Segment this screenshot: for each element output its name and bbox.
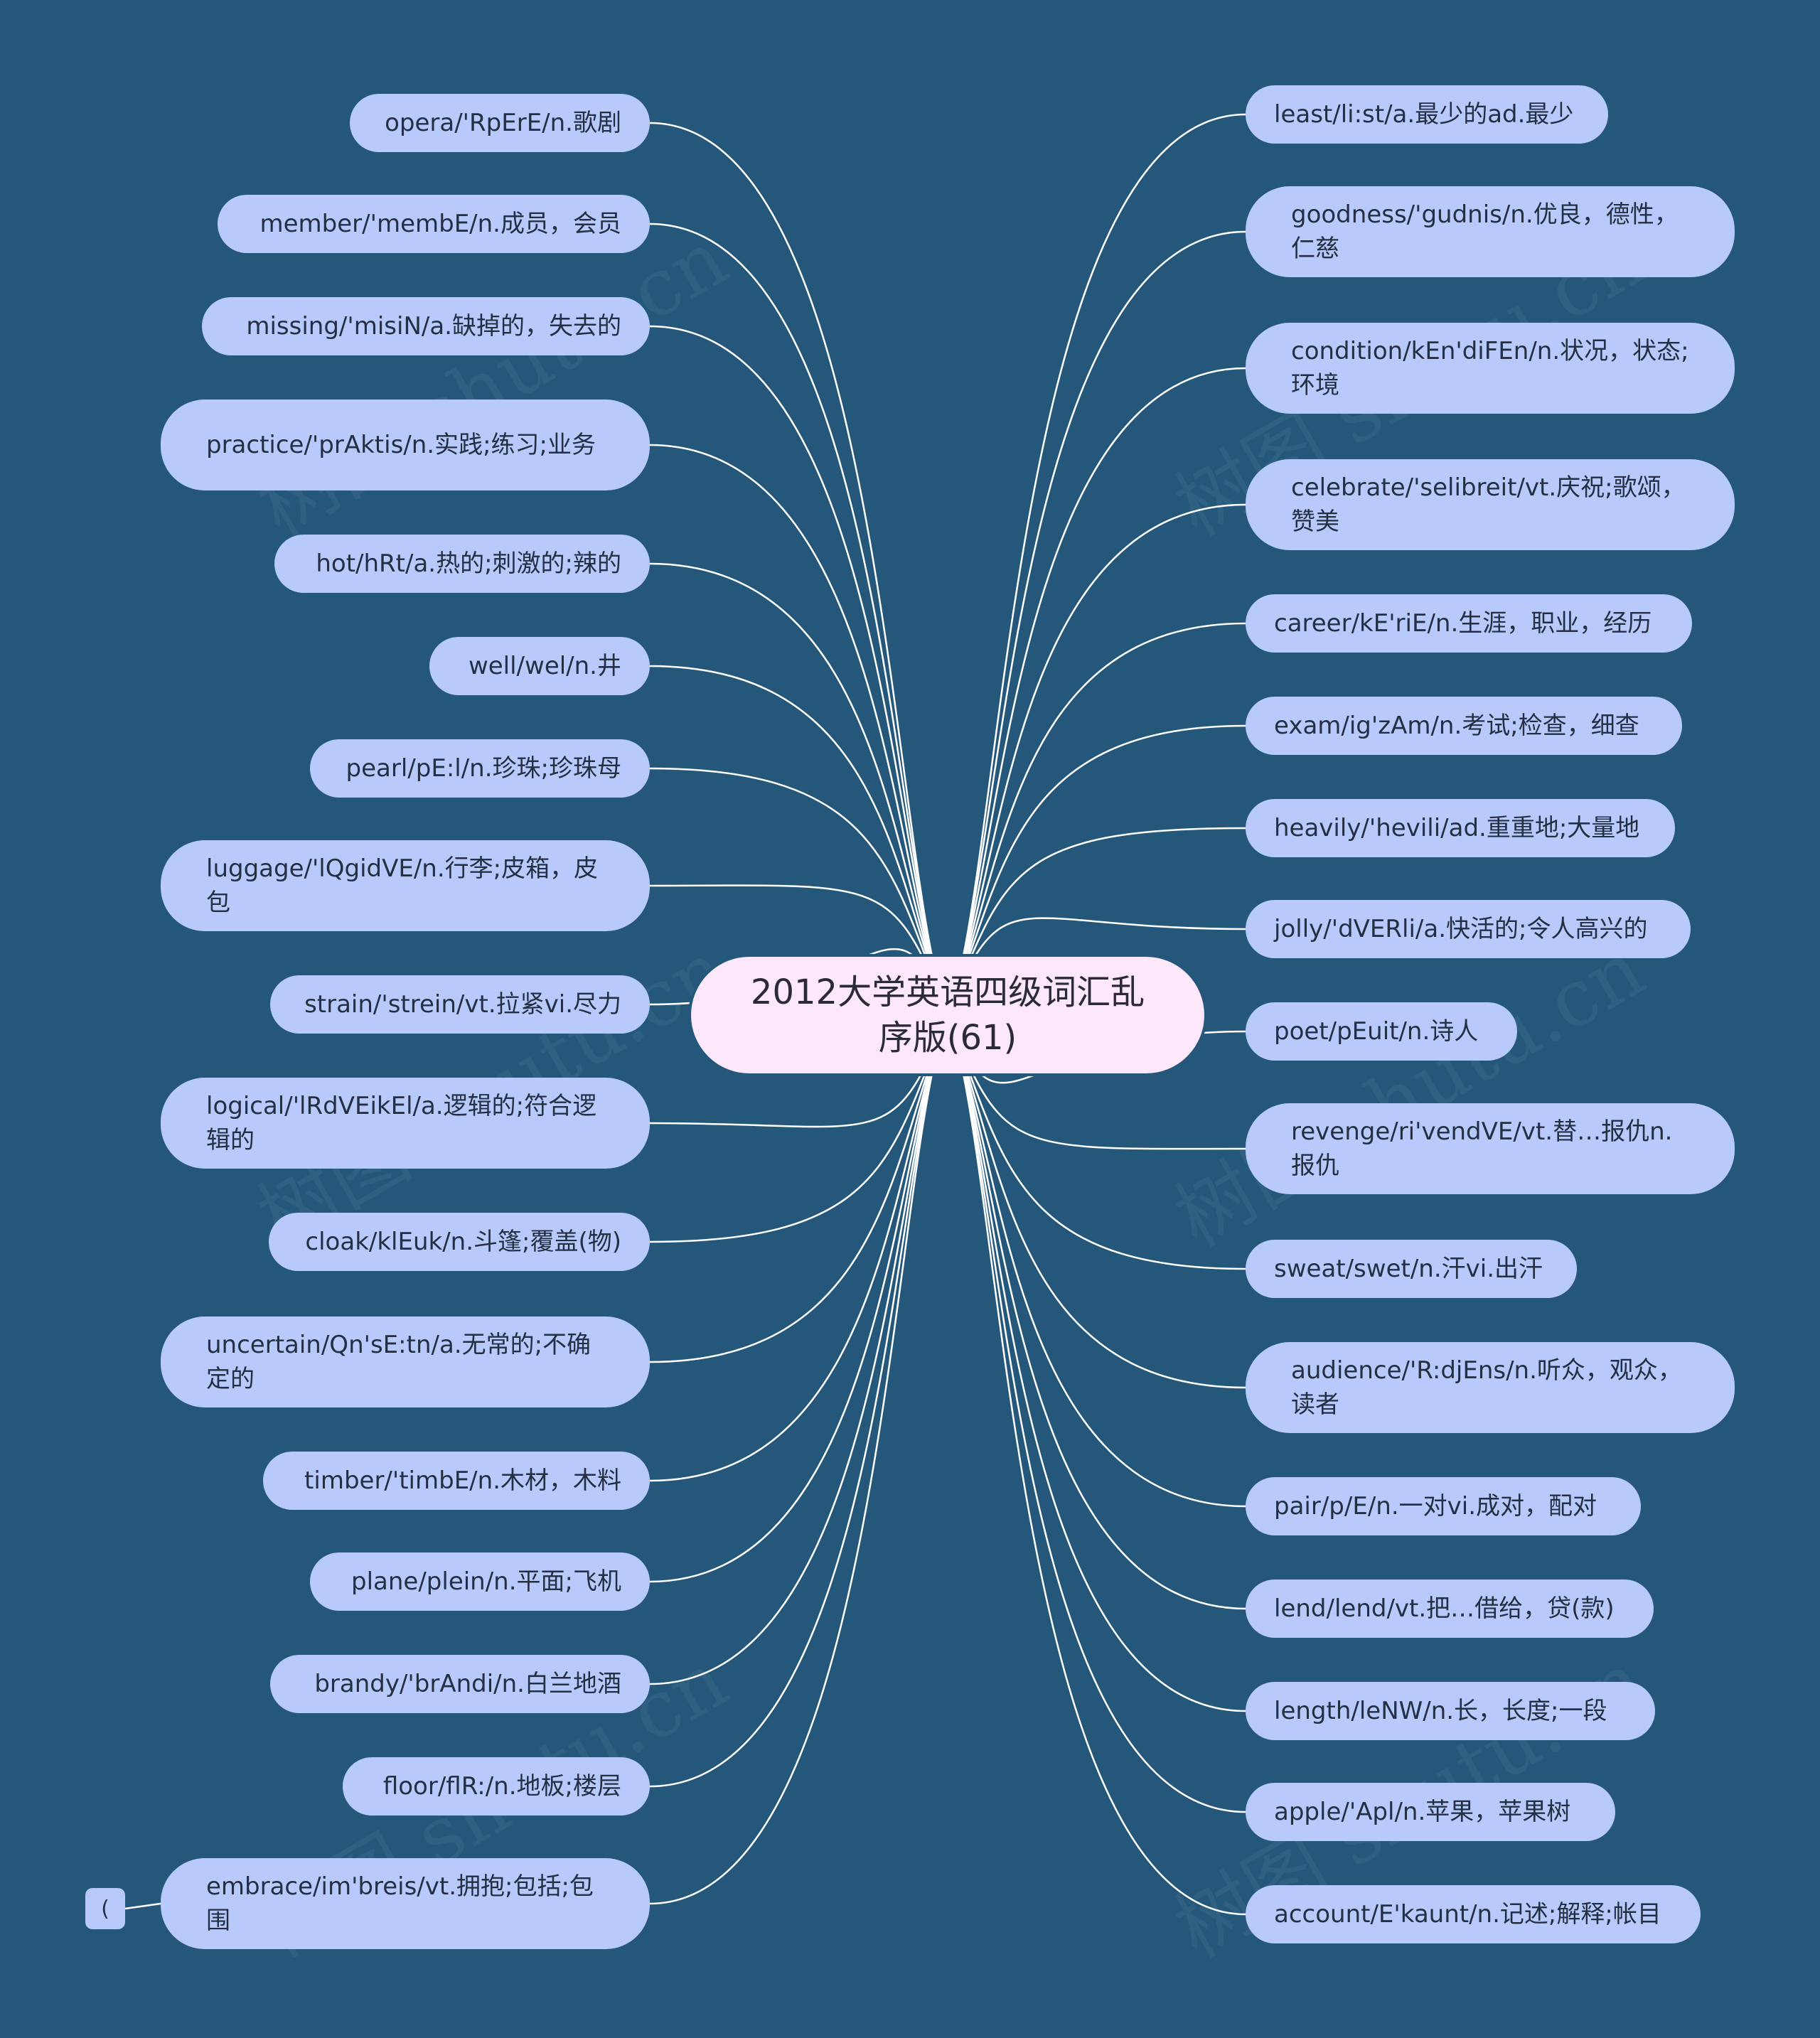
left-topic-node[interactable]: hot/hRt/a.热的;刺激的;辣的 (274, 535, 650, 593)
topic-label: apple/'Apl/n.苹果，苹果树 (1274, 1798, 1571, 1826)
right-topic-node[interactable]: celebrate/'selibreit/vt.庆祝;歌颂，赞美 (1246, 459, 1735, 550)
left-topic-node[interactable]: uncertain/Qn'sE:tn/a.无常的;不确定的 (161, 1316, 650, 1407)
topic-label: audience/'R:djEns/n.听众，观众，读者 (1291, 1356, 1682, 1419)
topic-label: heavily/'hevili/ad.重重地;大量地 (1274, 814, 1640, 842)
topic-label: embrace/im'breis/vt.拥抱;包括;包围 (206, 1872, 594, 1935)
topic-label: condition/kEn'diFEn/n.状况，状态;环境 (1291, 337, 1689, 399)
right-topic-node[interactable]: exam/ig'zAm/n.考试;检查，细查 (1246, 697, 1682, 755)
topic-label: celebrate/'selibreit/vt.庆祝;歌颂，赞美 (1291, 473, 1686, 536)
right-topic-node[interactable]: sweat/swet/n.汗vi.出汗 (1246, 1240, 1577, 1298)
connector-line (946, 1014, 1246, 1916)
connector-line (946, 1014, 1246, 1610)
connector-line (649, 665, 949, 1016)
connector-line (946, 113, 1246, 1016)
right-topic-node[interactable]: jolly/'dVERli/a.快活的;令人高兴的 (1246, 900, 1691, 958)
topic-label: uncertain/Qn'sE:tn/a.无常的;不确定的 (206, 1331, 592, 1393)
topic-label: least/li:st/a.最少的ad.最少 (1274, 100, 1574, 129)
right-topic-node[interactable]: account/E'kaunt/n.记述;解释;帐目 (1246, 1885, 1701, 1943)
topic-label: revenge/ri'vendVE/vt.替…报仇n.报仇 (1291, 1117, 1673, 1180)
topic-label: practice/'prAktis/n.实践;练习;业务 (206, 431, 596, 459)
connector-line (124, 1902, 161, 1910)
topic-label: poet/pEuit/n.诗人 (1274, 1017, 1479, 1046)
right-topic-node[interactable]: pair/p/E/n.一对vi.成对，配对 (1246, 1477, 1641, 1535)
topic-label: luggage/'lQgidVE/n.行李;皮箱，皮包 (206, 854, 599, 917)
left-topic-node[interactable]: opera/'RpErE/n.歌剧 (350, 94, 650, 152)
topic-label: floor/flR:/n.地板;楼层 (382, 1772, 621, 1801)
left-topic-node[interactable]: missing/'misiN/a.缺掉的，失去的 (202, 297, 650, 355)
root-node[interactable]: 2012大学英语四级词汇乱序版(61) (688, 954, 1207, 1076)
connector-line (649, 222, 949, 1016)
left-topic-node[interactable]: luggage/'lQgidVE/n.行李;皮箱，皮包 (161, 840, 650, 931)
connector-line (649, 122, 949, 1016)
left-topic-node[interactable]: embrace/im'breis/vt.拥抱;包括;包围 (161, 1858, 650, 1949)
topic-label: timber/'timbE/n.木材，木料 (304, 1466, 621, 1495)
right-topic-node[interactable]: audience/'R:djEns/n.听众，观众，读者 (1246, 1342, 1735, 1433)
left-topic-node[interactable]: brandy/'brAndi/n.白兰地酒 (270, 1655, 650, 1713)
connector-line (946, 1014, 1246, 1813)
topic-label: cloak/klEuk/n.斗篷;覆盖(物) (305, 1228, 621, 1256)
right-topic-node[interactable]: condition/kEn'diFEn/n.状况，状态;环境 (1246, 323, 1735, 414)
topic-label: member/'membE/n.成员，会员 (259, 210, 621, 238)
connector-line (946, 1014, 1246, 1712)
topic-label: goodness/'gudnis/n.优良，德性，仁慈 (1291, 200, 1679, 263)
connector-line (946, 1014, 1246, 1508)
topic-label: exam/ig'zAm/n.考试;检查，细查 (1274, 712, 1639, 740)
connector-line (649, 1014, 949, 1685)
right-topic-node[interactable]: heavily/'hevili/ad.重重地;大量地 (1246, 799, 1675, 857)
connector-line (649, 1014, 949, 1363)
topic-label: missing/'misiN/a.缺掉的，失去的 (246, 312, 621, 340)
right-topic-node[interactable]: revenge/ri'vendVE/vt.替…报仇n.报仇 (1246, 1103, 1735, 1194)
right-topic-node[interactable]: least/li:st/a.最少的ad.最少 (1246, 85, 1608, 144)
topic-label: jolly/'dVERli/a.快活的;令人高兴的 (1274, 915, 1648, 943)
connector-line (946, 622, 1246, 1016)
topic-label: lend/lend/vt.把…借给，贷(款) (1274, 1594, 1615, 1623)
topic-label: opera/'RpErE/n.歌剧 (385, 109, 621, 137)
connector-line (649, 562, 949, 1016)
right-topic-node[interactable]: poet/pEuit/n.诗人 (1246, 1002, 1517, 1061)
connector-line (946, 503, 1246, 1016)
topic-label: hot/hRt/a.热的;刺激的;辣的 (316, 549, 621, 578)
left-topic-node[interactable]: practice/'prAktis/n.实践;练习;业务 (161, 399, 650, 490)
left-topic-node[interactable]: plane/plein/n.平面;飞机 (310, 1552, 650, 1611)
left-topic-node[interactable]: logical/'lRdVEikEl/a.逻辑的;符合逻辑的 (161, 1078, 650, 1169)
connector-line (649, 444, 949, 1016)
topic-label: sweat/swet/n.汗vi.出汗 (1274, 1255, 1543, 1283)
root-title: 2012大学英语四级词汇乱序版(61) (750, 972, 1145, 1058)
topic-label: account/E'kaunt/n.记述;解释;帐目 (1274, 1900, 1661, 1929)
connector-line (649, 1014, 949, 1788)
left-topic-node[interactable]: strain/'strein/vt.拉紧vi.尽力 (270, 975, 650, 1034)
connector-line (649, 1014, 949, 1583)
left-topic-node[interactable]: well/wel/n.井 (429, 637, 650, 695)
right-topic-node[interactable]: length/leNW/n.长，长度;一段 (1246, 1682, 1655, 1740)
topic-label: pearl/pE:l/n.珍珠;珍珠母 (346, 754, 621, 783)
left-topic-node[interactable]: member/'membE/n.成员，会员 (218, 195, 650, 253)
connector-line (649, 325, 949, 1016)
collapsed-child-node[interactable]: ( (85, 1888, 125, 1929)
right-topic-node[interactable]: career/kE'riE/n.生涯，职业，经历 (1246, 594, 1692, 653)
topic-label: pair/p/E/n.一对vi.成对，配对 (1274, 1492, 1597, 1521)
connector-line (946, 230, 1246, 1016)
left-topic-node[interactable]: floor/flR:/n.地板;楼层 (343, 1757, 650, 1816)
left-topic-node[interactable]: cloak/klEuk/n.斗篷;覆盖(物) (269, 1213, 650, 1271)
connector-line (946, 1014, 1246, 1389)
topic-label: strain/'strein/vt.拉紧vi.尽力 (304, 990, 621, 1019)
right-topic-node[interactable]: goodness/'gudnis/n.优良，德性，仁慈 (1246, 186, 1735, 277)
connector-line (649, 1014, 949, 1482)
topic-label: brandy/'brAndi/n.白兰地酒 (314, 1670, 621, 1698)
topic-label: length/leNW/n.长，长度;一段 (1274, 1697, 1607, 1725)
connector-line (946, 367, 1246, 1016)
topic-label: logical/'lRdVEikEl/a.逻辑的;符合逻辑的 (206, 1092, 597, 1154)
right-topic-node[interactable]: apple/'Apl/n.苹果，苹果树 (1246, 1783, 1615, 1841)
topic-label: well/wel/n.井 (468, 652, 621, 680)
right-topic-node[interactable]: lend/lend/vt.把…借给，贷(款) (1246, 1580, 1654, 1638)
topic-label: plane/plein/n.平面;飞机 (351, 1567, 621, 1596)
left-topic-node[interactable]: pearl/pE:l/n.珍珠;珍珠母 (310, 739, 650, 798)
left-topic-node[interactable]: timber/'timbE/n.木材，木料 (263, 1452, 650, 1510)
connector-line (649, 1014, 949, 1905)
topic-label: career/kE'riE/n.生涯，职业，经历 (1274, 609, 1652, 638)
